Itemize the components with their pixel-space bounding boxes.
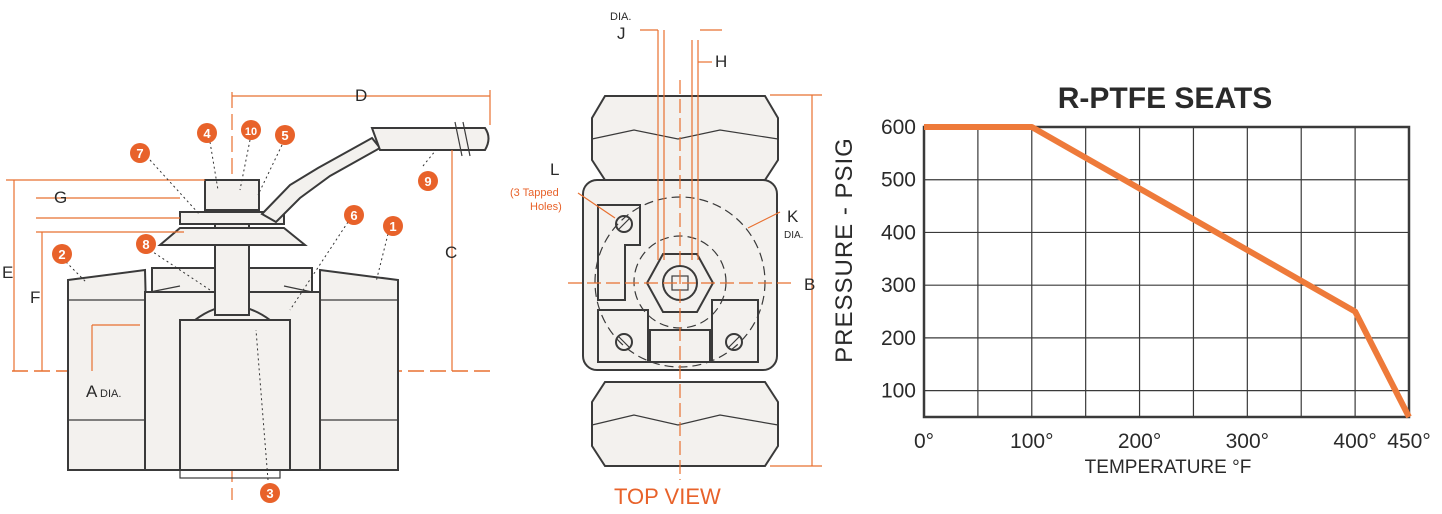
part-badge-3: 3	[260, 483, 280, 503]
tapped-hole-1	[615, 215, 633, 233]
plot-frame	[922, 125, 1411, 419]
y-tick-labels: 100 200 300 400 500 600	[881, 116, 916, 403]
lever-base	[157, 227, 308, 246]
svg-text:9: 9	[424, 174, 431, 189]
dim-label-a-dia: DIA.	[100, 388, 121, 400]
x-tick-label: 450°	[1387, 430, 1430, 453]
svg-text:2: 2	[58, 247, 65, 262]
dim-label-k-dia: DIA.	[784, 230, 803, 241]
y-tick-label: 600	[881, 116, 916, 139]
part-badge-4: 4	[197, 123, 217, 143]
dim-label-e: E	[2, 263, 13, 282]
part-badge-6: 6	[344, 205, 364, 225]
x-tick-label: 400°	[1333, 430, 1376, 453]
dim-label-c: C	[445, 243, 457, 262]
handle-grip	[370, 127, 490, 151]
x-axis-label: TEMPERATURE °F	[1085, 457, 1252, 478]
chart-series	[924, 124, 1412, 419]
part-badge-2: 2	[52, 244, 72, 264]
part-badge-8: 8	[136, 234, 156, 254]
top-view-title: TOP VIEW	[614, 484, 721, 509]
svg-text:10: 10	[245, 126, 257, 138]
x-tick-label: 300°	[1226, 430, 1269, 453]
svg-text:4: 4	[203, 126, 211, 141]
dim-label-d: D	[355, 86, 367, 105]
y-tick-label: 400	[881, 221, 916, 244]
dim-label-f: F	[30, 288, 40, 307]
tapped-hole-3	[725, 333, 743, 351]
side-view: D G E F C A DIA. 7 4 10 5 9 6 1 2 8 3	[2, 86, 495, 503]
dim-note-l-2: Holes)	[530, 201, 562, 213]
part-badge-1: 1	[383, 216, 403, 236]
y-tick-label: 300	[881, 274, 916, 297]
chart-grid	[924, 127, 1409, 417]
y-axis-label: PRESSURE - PSIG	[831, 137, 858, 363]
svg-text:1: 1	[389, 219, 396, 234]
part-badge-9: 9	[418, 171, 438, 191]
dim-label-h: H	[715, 52, 727, 71]
x-tick-label: 100°	[1010, 430, 1053, 453]
valve-body	[144, 291, 321, 471]
part-badge-7: 7	[130, 143, 150, 163]
x-tick-labels: 0° 100° 200° 300° 400° 450°	[914, 430, 1431, 453]
bottom-hex-end	[591, 381, 779, 467]
dim-label-a: A	[86, 382, 98, 401]
tapped-hole-2	[615, 333, 633, 351]
dim-label-j: J	[617, 24, 626, 43]
dim-label-g: G	[54, 188, 67, 207]
series-line	[924, 124, 1412, 419]
x-tick-label: 200°	[1118, 430, 1161, 453]
svg-text:8: 8	[142, 237, 149, 252]
part-badge-10: 10	[241, 120, 261, 140]
dim-label-b: B	[804, 275, 815, 294]
part-badge-5: 5	[275, 125, 295, 145]
svg-text:6: 6	[350, 208, 357, 223]
dim-label-j-dia: DIA.	[610, 11, 631, 23]
y-tick-label: 500	[881, 169, 916, 192]
svg-text:3: 3	[266, 486, 273, 501]
x-tick-label: 0°	[914, 430, 934, 453]
dim-label-l: L	[550, 160, 559, 179]
svg-text:7: 7	[136, 146, 143, 161]
stem-nut	[204, 179, 260, 211]
dim-note-l-1: (3 Tapped	[510, 187, 559, 199]
pressure-temperature-chart: R-PTFE SEATS 100 200 300 400 500 600 0° 100° 20…	[831, 82, 1431, 478]
chart-title: R-PTFE SEATS	[1058, 82, 1272, 115]
y-tick-label: 100	[881, 380, 916, 403]
svg-text:5: 5	[281, 128, 288, 143]
dim-label-k: K	[787, 207, 799, 226]
y-tick-label: 200	[881, 327, 916, 350]
top-view: DIA. J H L (3 Tapped Holes) K DIA. B TOP…	[510, 11, 822, 509]
